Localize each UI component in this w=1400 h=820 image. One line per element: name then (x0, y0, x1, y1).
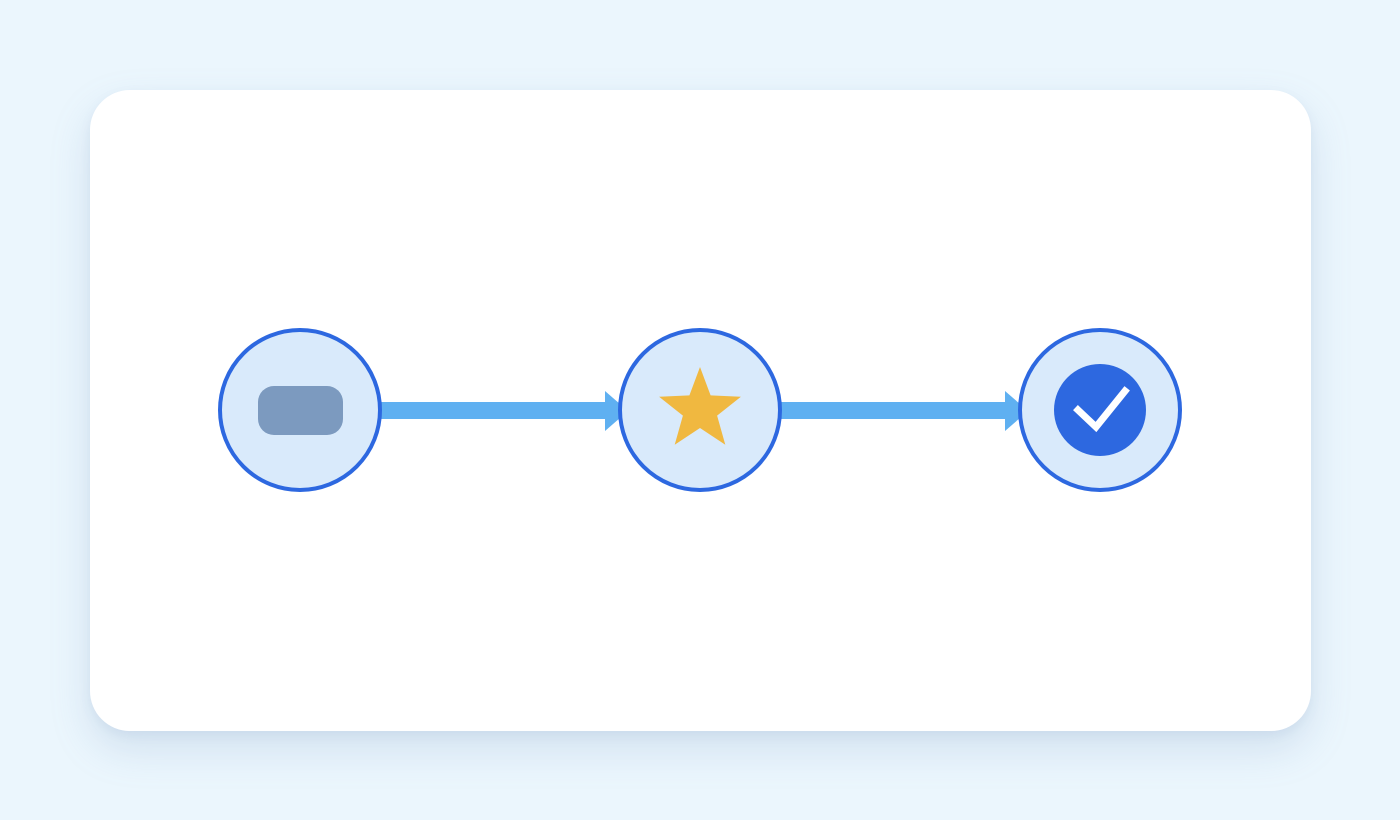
connector-line (778, 402, 1012, 419)
arrowhead-icon (605, 391, 628, 431)
step-node-1 (218, 328, 382, 492)
pill-placeholder-icon (258, 386, 343, 435)
connector-2-to-3 (778, 391, 1028, 431)
check-mark-icon (1073, 386, 1130, 433)
step-node-2 (618, 328, 782, 492)
check-circle-fill (1054, 364, 1146, 456)
star-icon (659, 367, 741, 445)
connector-1-to-2 (378, 391, 628, 431)
connector-line (378, 402, 612, 419)
arrowhead-icon (1005, 391, 1028, 431)
step-node-3 (1018, 328, 1182, 492)
check-circle-icon (1054, 364, 1146, 456)
